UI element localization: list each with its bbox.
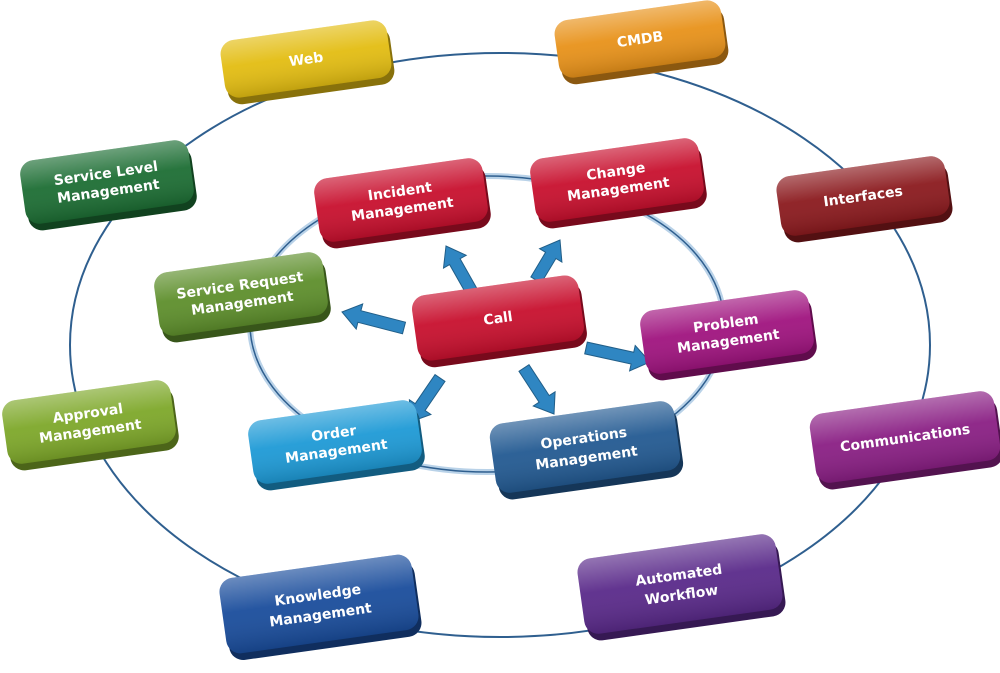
interfaces-box: Interfaces — [776, 156, 953, 243]
cmdb-label-line-1: CMDB — [616, 29, 664, 51]
arrow-to-incident — [442, 245, 478, 296]
incident-box-gloss — [314, 158, 488, 242]
arrow-to-change — [530, 239, 563, 284]
arrow-to-service-request — [341, 303, 407, 335]
center-label-line-1: Call — [482, 309, 513, 329]
outer-ring — [69, 52, 931, 638]
center-box-gloss — [412, 275, 584, 361]
interfaces-box-gloss — [776, 156, 950, 236]
operations-box-gloss — [489, 401, 681, 493]
cmdb-box-gloss — [554, 0, 726, 78]
service-level-box-gloss — [20, 140, 194, 224]
automated-workflow-box-gloss — [577, 534, 783, 634]
communications-box: Communications — [809, 391, 1000, 490]
communications-box-gloss — [809, 391, 1000, 483]
cmdb-box: CMDB — [554, 0, 729, 85]
arrow-to-problem — [584, 341, 651, 372]
center-box: Call — [412, 275, 587, 368]
approval-box-gloss — [2, 380, 176, 464]
problem-box-gloss — [640, 290, 814, 374]
web-box: Web — [220, 20, 395, 105]
web-label-line-1: Web — [288, 50, 324, 71]
service-request-box-gloss — [154, 252, 328, 336]
order-label-line-1: Order — [310, 423, 357, 445]
web-box-gloss — [220, 20, 392, 98]
knowledge-box-gloss — [219, 554, 419, 654]
arrow-to-order — [408, 373, 446, 423]
change-box-gloss — [530, 138, 704, 222]
order-box-gloss — [248, 400, 422, 484]
arrow-to-operations — [518, 364, 556, 415]
arrows-layer — [341, 239, 651, 423]
